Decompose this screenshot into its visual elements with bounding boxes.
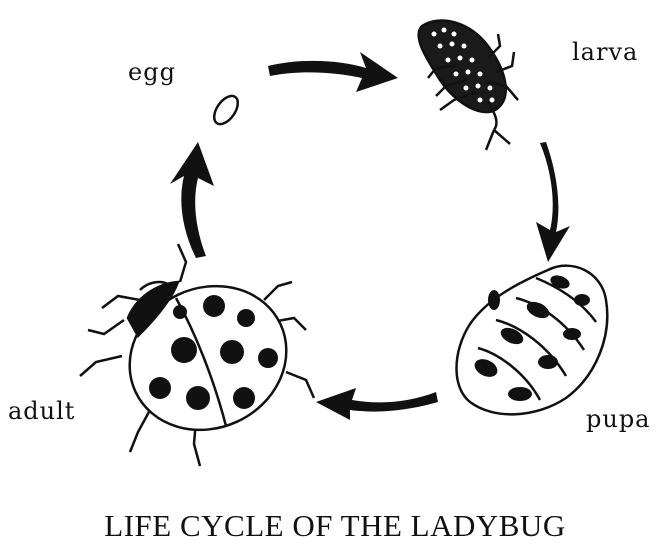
egg-illustration: [209, 92, 242, 129]
adult-ladybug-illustration: [80, 244, 314, 466]
larva-illustration: [419, 20, 518, 150]
diagram-caption: LIFE CYCLE OF THE LADYBUG: [0, 508, 670, 544]
arrow-egg-to-larva: [268, 52, 398, 92]
stage-label-adult: adult: [8, 397, 75, 425]
pupa-illustration: [457, 266, 608, 415]
arrow-pupa-to-adult: [316, 388, 438, 420]
stage-label-larva: larva: [572, 38, 638, 66]
arrow-larva-to-pupa: [536, 142, 570, 262]
stage-label-pupa: pupa: [586, 405, 651, 433]
stage-label-egg: egg: [128, 58, 176, 86]
arrow-adult-to-egg: [170, 142, 214, 258]
